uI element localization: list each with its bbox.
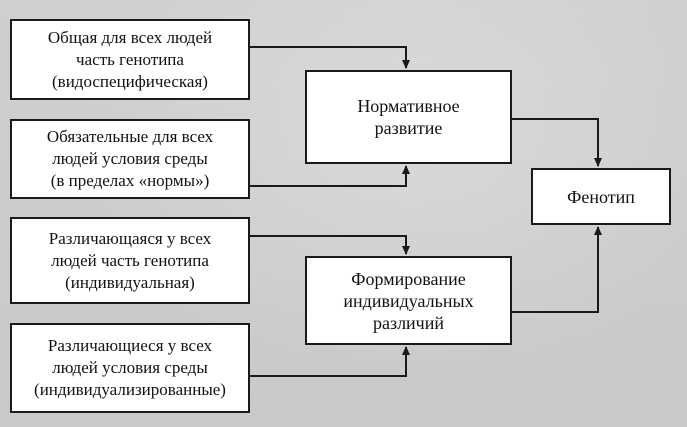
arrow-normative-to-phenotype	[512, 118, 602, 167]
box-phenotype: Фенотип	[531, 168, 671, 225]
box-different-environment: Различающиеся у всех людей условия среды…	[10, 323, 250, 413]
box-individual-differences: Формирование индивидуальных различий	[305, 256, 512, 345]
arrow-individual-to-phenotype	[512, 226, 602, 313]
arrow-different-environment-to-individual	[250, 346, 410, 377]
box-common-genotype: Общая для всех людей часть генотипа (вид…	[10, 19, 250, 100]
arrow-common-genotype-to-normative	[250, 46, 410, 69]
box-normative-development: Нормативное развитие	[305, 70, 512, 164]
arrow-common-environment-to-normative	[250, 165, 410, 187]
box-different-genotype: Различающаяся у всех людей часть генотип…	[10, 217, 250, 304]
arrow-different-genotype-to-individual	[250, 235, 410, 255]
box-common-environment: Обязательные для всех людей условия сред…	[10, 119, 250, 199]
